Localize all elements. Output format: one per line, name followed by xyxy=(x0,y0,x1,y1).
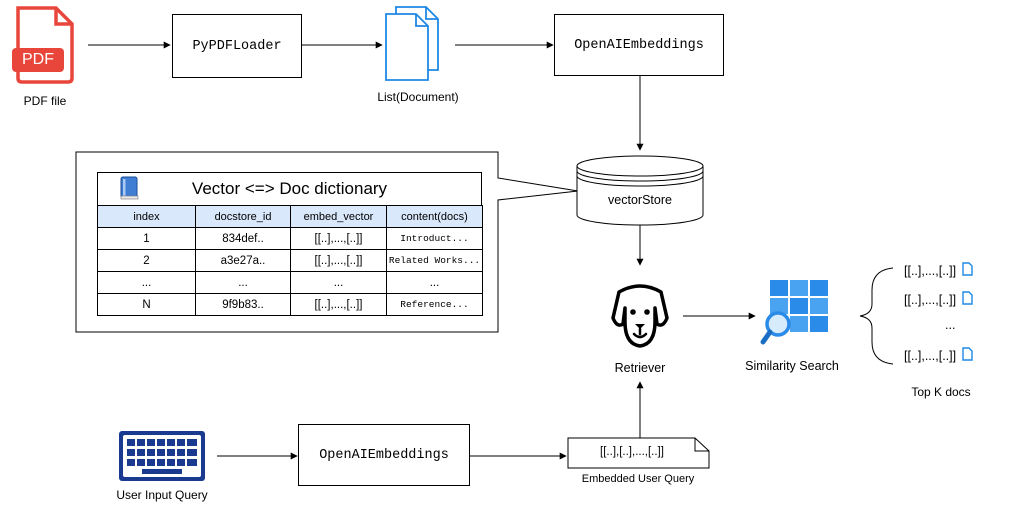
dictionary-table: index docstore_id embed_vector content(d… xyxy=(97,205,483,316)
header-index: index xyxy=(97,205,196,228)
similarity-search-icon xyxy=(760,278,830,348)
topk-item: [[..],...,[..]] xyxy=(904,347,973,364)
topk-item-text: [[..],...,[..]] xyxy=(904,263,957,278)
row-content: Reference... xyxy=(386,293,483,316)
embeddings-bottom-box: OpenAIEmbeddings xyxy=(298,424,470,486)
header-content: content(docs) xyxy=(386,205,483,228)
doc-icon xyxy=(962,262,973,279)
topk-item-text: [[..],...,[..]] xyxy=(904,348,957,363)
similarity-search-label: Similarity Search xyxy=(745,359,839,373)
row-docstore-id: a3e27a.. xyxy=(195,249,291,272)
vectorstore-cylinder xyxy=(576,155,704,226)
row-index: ... xyxy=(97,271,196,294)
retriever-dog-icon xyxy=(597,278,683,350)
row-embed-vector: [[..],...,[..]] xyxy=(290,249,387,272)
row-embed-vector: ... xyxy=(290,271,387,294)
pdf-file-icon: PDF xyxy=(12,4,76,84)
topk-brace xyxy=(859,267,894,365)
row-docstore-id: 834def.. xyxy=(195,227,291,250)
doc-icon xyxy=(962,291,973,308)
row-index: 1 xyxy=(97,227,196,250)
row-content: Introduct... xyxy=(386,227,483,250)
topk-label: Top K docs xyxy=(911,385,971,399)
embedded-query-note xyxy=(567,437,710,469)
doc-icon xyxy=(962,347,973,364)
table-row: N 9f9b83.. [[..],...,[..]] Reference... xyxy=(97,293,483,316)
pdf-file-label: PDF file xyxy=(23,94,67,108)
header-docstore-id: docstore_id xyxy=(195,205,291,228)
table-row: 1 834def.. [[..],...,[..]] Introduct... xyxy=(97,227,483,250)
topk-item: [[..],...,[..]] xyxy=(904,262,973,279)
user-input-query-label: User Input Query xyxy=(116,488,208,502)
pdf-icon-text: PDF xyxy=(22,51,54,68)
book-icon xyxy=(118,175,142,206)
row-content: Related Works... xyxy=(386,249,483,272)
topk-item-text: ... xyxy=(945,318,956,332)
embeddings-bottom-label: OpenAIEmbeddings xyxy=(319,447,449,463)
dictionary-frame xyxy=(97,172,482,206)
vectorstore-label: vectorStore xyxy=(608,193,672,207)
row-index: 2 xyxy=(97,249,196,272)
row-docstore-id: 9f9b83.. xyxy=(195,293,291,316)
keyboard-icon xyxy=(118,430,206,482)
row-index: N xyxy=(97,293,196,316)
row-docstore-id: ... xyxy=(195,271,291,294)
pypdfloader-box: PyPDFLoader xyxy=(172,14,302,78)
header-embed-vector: embed_vector xyxy=(290,205,387,228)
documents-icon xyxy=(382,4,454,84)
embeddings-top-box: OpenAIEmbeddings xyxy=(554,14,724,76)
embedded-query-label: Embedded User Query xyxy=(581,473,695,485)
topk-item: ... xyxy=(945,318,955,332)
embedded-query-value: [[..],[..],...,[..]] xyxy=(600,446,664,458)
dictionary-header-row: index docstore_id embed_vector content(d… xyxy=(97,205,483,228)
row-embed-vector: [[..],...,[..]] xyxy=(290,227,387,250)
table-row: ... ... ... ... xyxy=(97,271,483,294)
topk-item-text: [[..],...,[..]] xyxy=(904,292,957,307)
table-row: 2 a3e27a.. [[..],...,[..]] Related Works… xyxy=(97,249,483,272)
row-embed-vector: [[..],...,[..]] xyxy=(290,293,387,316)
embeddings-top-label: OpenAIEmbeddings xyxy=(574,37,704,53)
pypdfloader-label: PyPDFLoader xyxy=(192,38,282,54)
topk-item: [[..],...,[..]] xyxy=(904,291,973,308)
row-content: ... xyxy=(386,271,483,294)
retriever-label: Retriever xyxy=(614,361,666,375)
documents-label: List(Document) xyxy=(377,90,459,104)
dictionary-title: Vector <=> Doc dictionary xyxy=(191,179,388,198)
